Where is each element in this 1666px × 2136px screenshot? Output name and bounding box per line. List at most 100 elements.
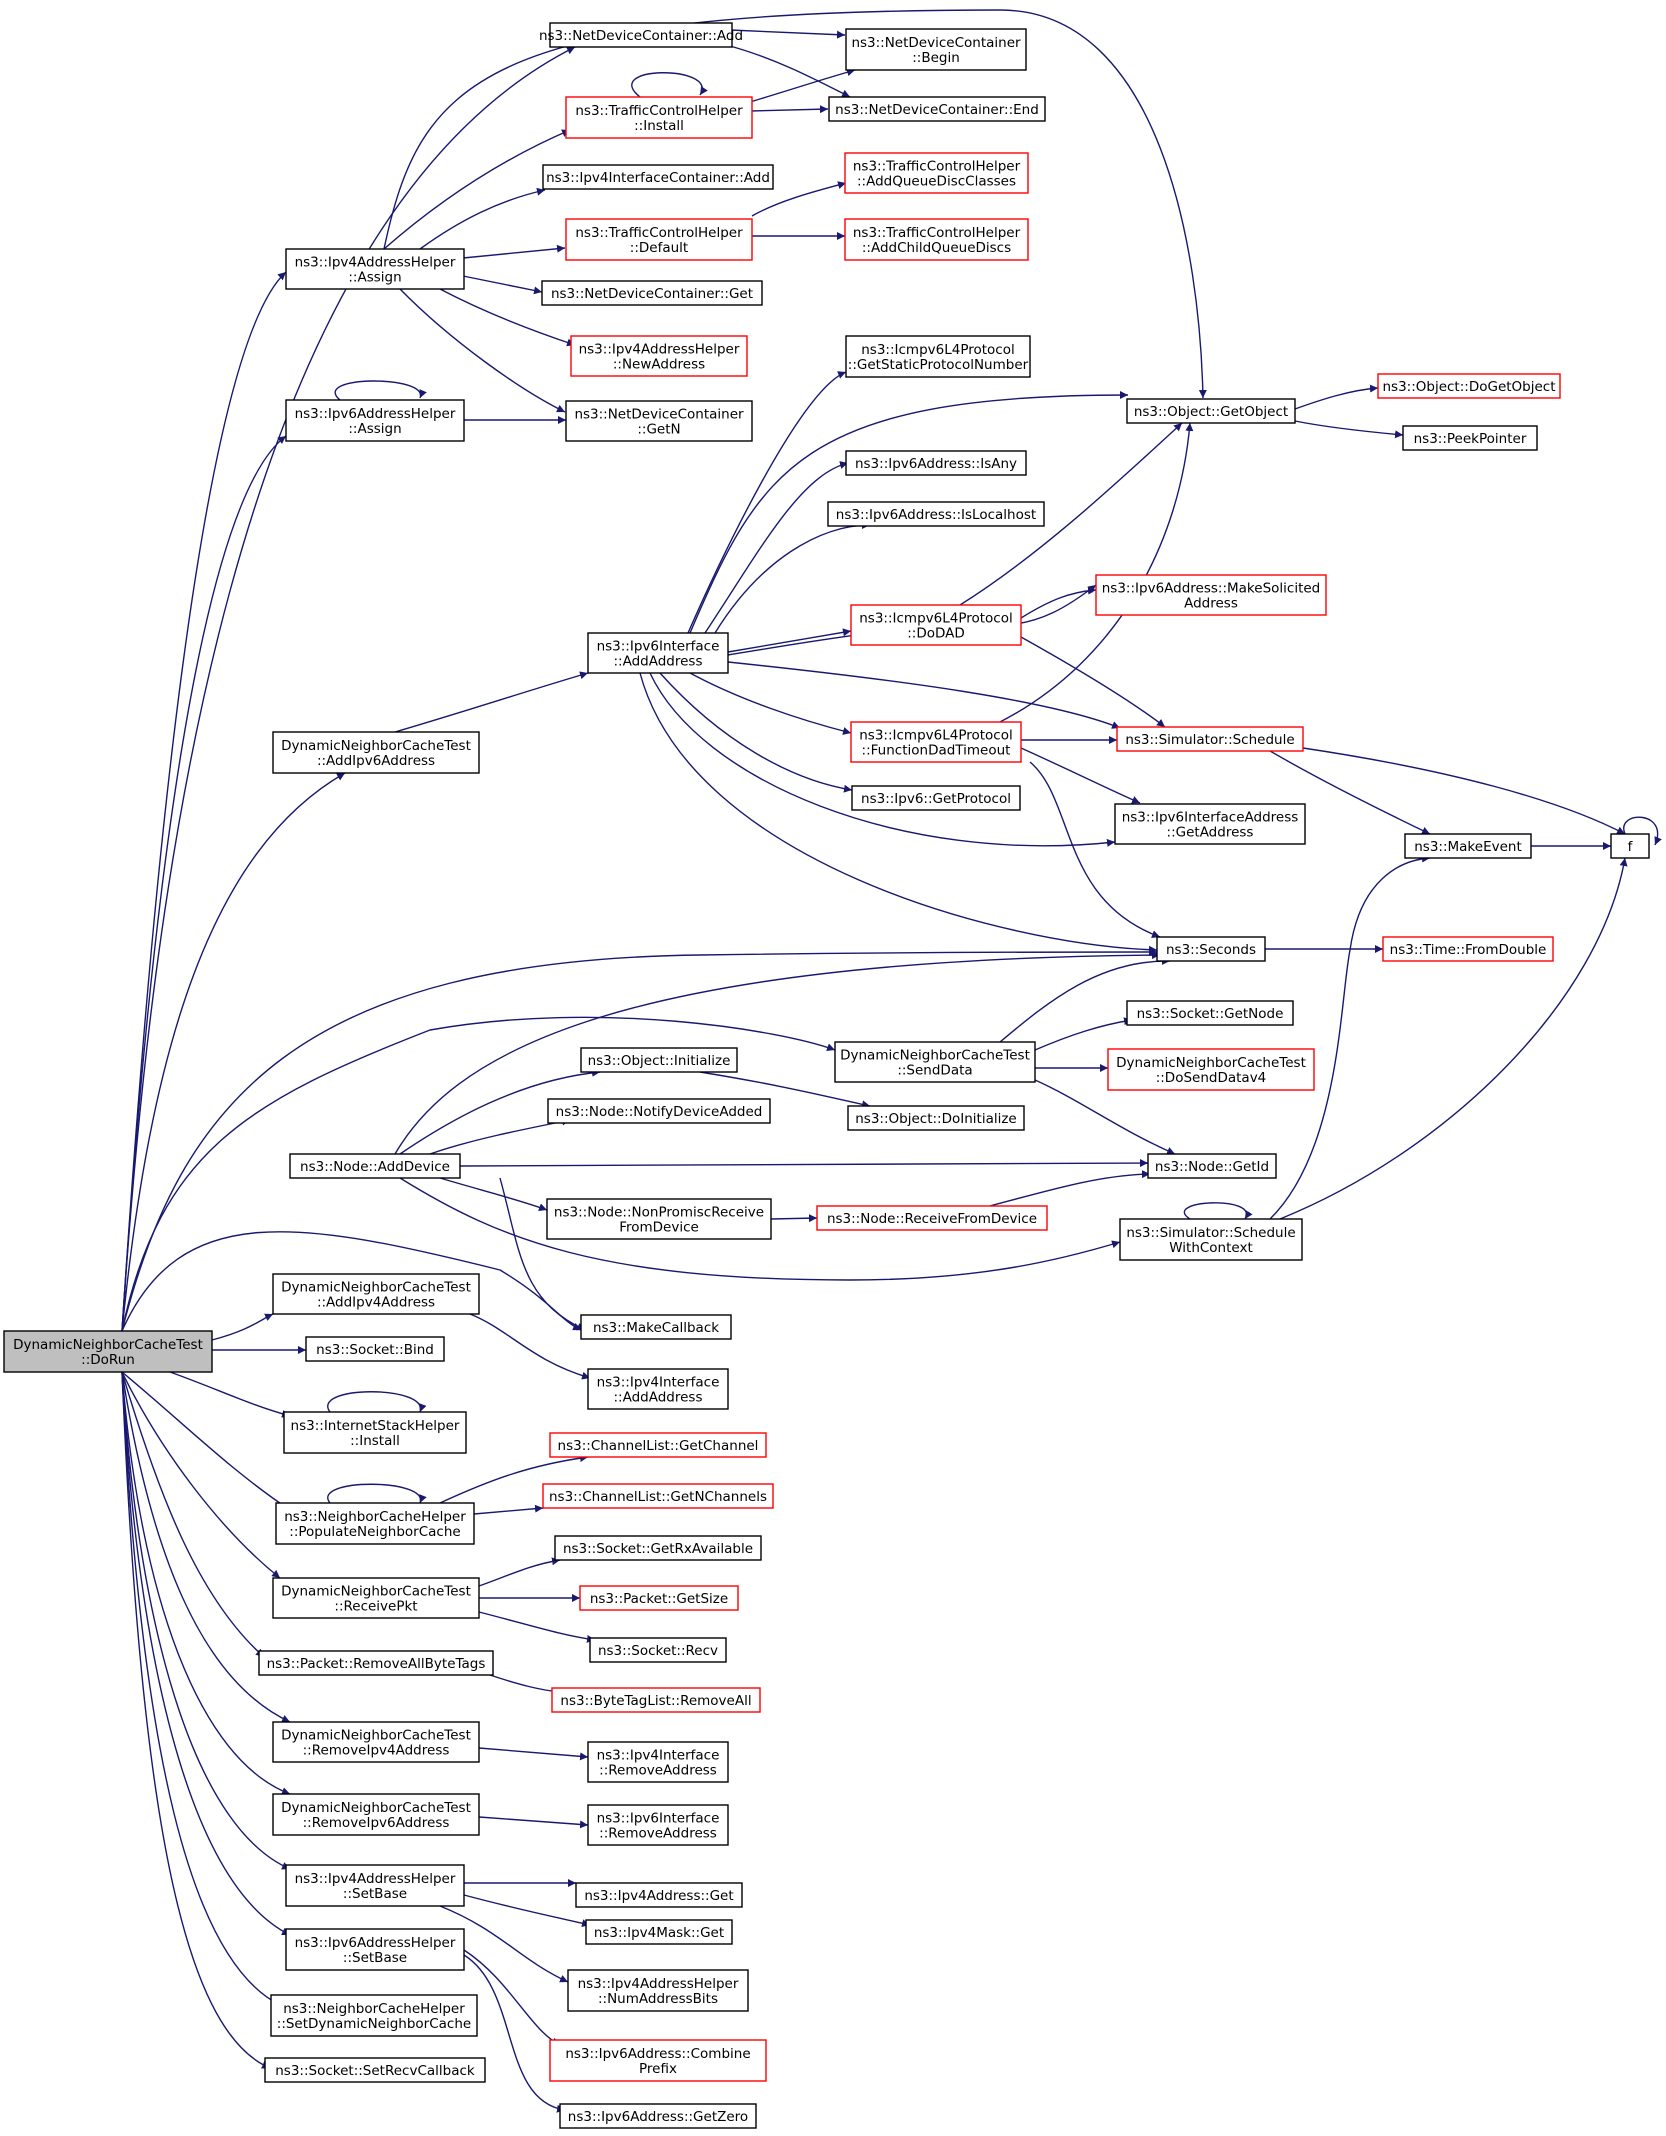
- node-ipv6a-isany[interactable]: ns3::Ipv6Address::IsAny: [845, 450, 1027, 476]
- node-icmp-fdt[interactable]: ns3::Icmpv6L4Protocol::FunctionDadTimeou…: [850, 721, 1022, 763]
- node-packet-rmtags[interactable]: ns3::Packet::RemoveAllByteTags: [258, 1650, 494, 1676]
- node-ndc-add[interactable]: ns3::NetDeviceContainer::Add: [539, 22, 743, 48]
- node-ndc-end[interactable]: ns3::NetDeviceContainer::End: [828, 96, 1046, 122]
- node-ipv6if-rmaddr[interactable]: ns3::Ipv6Interface::RemoveAddress: [587, 1804, 729, 1846]
- node-box: [285, 248, 465, 290]
- node-makeevent[interactable]: ns3::MakeEvent: [1404, 833, 1532, 859]
- node-socket-getnode[interactable]: ns3::Socket::GetNode: [1126, 1000, 1294, 1026]
- node-ipv4ah-setbase[interactable]: ns3::Ipv4AddressHelper::SetBase: [285, 1864, 465, 1907]
- node-ipv4ic-add[interactable]: ns3::Ipv4InterfaceContainer::Add: [542, 164, 774, 190]
- node-node-notify[interactable]: ns3::Node::NotifyDeviceAdded: [547, 1098, 771, 1124]
- call-edge-to-ipv6-getprot: [659, 672, 853, 793]
- node-ipv4ah-newaddr[interactable]: ns3::Ipv4AddressHelper::NewAddress: [570, 335, 748, 377]
- node-label-line: ns3::ByteTagList::RemoveAll: [560, 1693, 751, 1709]
- node-ipv6ah-setbase[interactable]: ns3::Ipv6AddressHelper::SetBase: [285, 1928, 465, 1971]
- call-edge-to-ish-install: [327, 1391, 427, 1413]
- call-edge-to-ndc-end: [729, 45, 851, 98]
- node-ipv4ah-assign[interactable]: ns3::Ipv4AddressHelper::Assign: [285, 248, 465, 290]
- node-box: [554, 1535, 762, 1561]
- node-cl-getnch[interactable]: ns3::ChannelList::GetNChannels: [542, 1483, 774, 1509]
- node-peekpointer[interactable]: ns3::PeekPointer: [1402, 425, 1538, 451]
- node-ipv6a-islocal[interactable]: ns3::Ipv6Address::IsLocalhost: [827, 501, 1045, 527]
- call-edge-to-btl-removeall: [489, 1674, 561, 1696]
- node-ish-install[interactable]: ns3::InternetStackHelper::Install: [283, 1411, 467, 1454]
- node-label-line: ::PopulateNeighborCache: [289, 1524, 460, 1540]
- call-edge-to-nch-setdyn: [121, 1371, 281, 2006]
- node-node-adddevice[interactable]: ns3::Node::AddDevice: [289, 1153, 461, 1179]
- node-ndc-getn[interactable]: ns3::NetDeviceContainer::GetN: [565, 400, 753, 442]
- node-obj-doinit[interactable]: ns3::Object::DoInitialize: [847, 1105, 1025, 1131]
- node-dnct-recvpkt[interactable]: DynamicNeighborCacheTest::ReceivePkt: [272, 1577, 480, 1619]
- node-obj-init[interactable]: ns3::Object::Initialize: [580, 1047, 738, 1073]
- node-dnct-senddata[interactable]: DynamicNeighborCacheTest::SendData: [834, 1041, 1036, 1083]
- node-obj-getobject[interactable]: ns3::Object::GetObject: [1126, 398, 1296, 424]
- call-edge-to-tch-addqdc: [751, 181, 847, 217]
- node-dnct-addipv4[interactable]: DynamicNeighborCacheTest::AddIpv4Address: [272, 1273, 480, 1315]
- node-box: [579, 1585, 739, 1611]
- node-ipv4if-addaddr[interactable]: ns3::Ipv4Interface::AddAddress: [587, 1368, 729, 1410]
- node-ipv6ah-assign[interactable]: ns3::Ipv6AddressHelper::Assign: [285, 399, 465, 442]
- node-ipv4ah-numbits[interactable]: ns3::Ipv4AddressHelper::NumAddressBits: [567, 1969, 749, 2012]
- node-time-fromdouble[interactable]: ns3::Time::FromDouble: [1382, 936, 1554, 962]
- call-edge-to-dnct-addipv4: [211, 1313, 274, 1341]
- node-socket-recv[interactable]: ns3::Socket::Recv: [589, 1637, 727, 1663]
- call-edge-to-ipv6ah-assign: [121, 435, 287, 1332]
- node-tch-install[interactable]: ns3::TrafficControlHelper::Install: [565, 96, 753, 139]
- node-ndc-get[interactable]: ns3::NetDeviceContainer::Get: [541, 280, 763, 306]
- call-edge-to-ipv6a-makesol: [1020, 586, 1097, 619]
- node-nch-setdyn[interactable]: ns3::NeighborCacheHelper::SetDynamicNeig…: [270, 1994, 478, 2037]
- node-f[interactable]: f: [1610, 833, 1650, 859]
- node-label-line: ns3::TrafficControlHelper: [853, 159, 1021, 175]
- node-box: [575, 1882, 743, 1908]
- node-ipv4m-get[interactable]: ns3::Ipv4Mask::Get: [585, 1919, 733, 1945]
- node-dnct-dosendv4[interactable]: DynamicNeighborCacheTest::DoSendDatav4: [1107, 1048, 1315, 1091]
- node-nch-populate[interactable]: ns3::NeighborCacheHelper::PopulateNeighb…: [275, 1502, 475, 1545]
- node-ipv6-getprot[interactable]: ns3::Ipv6::GetProtocol: [851, 785, 1021, 811]
- call-edge-to-ipv6a-combine: [463, 1949, 561, 2046]
- node-dnct-rmipv4[interactable]: DynamicNeighborCacheTest::RemoveIpv4Addr…: [272, 1721, 480, 1763]
- node-obj-dogetobject[interactable]: ns3::Object::DoGetObject: [1377, 373, 1561, 399]
- node-dnct-addipv6[interactable]: DynamicNeighborCacheTest::AddIpv6Address: [272, 731, 480, 774]
- node-icmp-dodad[interactable]: ns3::Icmpv6L4Protocol::DoDAD: [850, 604, 1022, 646]
- node-btl-removeall[interactable]: ns3::ByteTagList::RemoveAll: [551, 1687, 761, 1713]
- node-label-line: ::DoDAD: [907, 626, 965, 642]
- node-ipv4if-rmaddr[interactable]: ns3::Ipv4Interface::RemoveAddress: [587, 1741, 729, 1783]
- node-socket-getrx[interactable]: ns3::Socket::GetRxAvailable: [554, 1535, 762, 1561]
- node-seconds[interactable]: ns3::Seconds: [1156, 936, 1266, 962]
- node-packet-getsize[interactable]: ns3::Packet::GetSize: [579, 1585, 739, 1611]
- node-node-getid[interactable]: ns3::Node::GetId: [1147, 1153, 1277, 1179]
- node-label-line: ns3::Ipv6Address::Combine: [565, 2046, 750, 2062]
- node-makecallback[interactable]: ns3::MakeCallback: [580, 1314, 732, 1340]
- node-ipv4a-get[interactable]: ns3::Ipv4Address::Get: [575, 1882, 743, 1908]
- node-sim-schedule[interactable]: ns3::Simulator::Schedule: [1116, 726, 1304, 752]
- node-box: [587, 632, 729, 674]
- node-ndc-begin[interactable]: ns3::NetDeviceContainer::Begin: [845, 28, 1027, 71]
- call-edge-to-socket-getrx: [478, 1557, 561, 1587]
- node-label-line: ns3::Object::GetObject: [1134, 404, 1288, 420]
- node-root[interactable]: DynamicNeighborCacheTest::DoRun: [3, 1330, 213, 1373]
- node-tch-default[interactable]: ns3::TrafficControlHelper::Default: [565, 218, 753, 261]
- node-dnct-rmipv6[interactable]: DynamicNeighborCacheTest::RemoveIpv6Addr…: [272, 1793, 480, 1836]
- node-tch-addqdc[interactable]: ns3::TrafficControlHelper::AddQueueDiscC…: [844, 152, 1029, 194]
- call-edge-to-seconds: [121, 948, 1158, 1332]
- node-ipv6if-addaddr[interactable]: ns3::Ipv6Interface::AddAddress: [587, 632, 729, 674]
- node-ipv6ifa-getaddr[interactable]: ns3::Ipv6InterfaceAddress::GetAddress: [1114, 803, 1306, 845]
- node-box: [547, 1098, 771, 1124]
- node-socket-setrecv[interactable]: ns3::Socket::SetRecvCallback: [264, 2057, 486, 2083]
- node-label-line: ns3::Socket::Bind: [316, 1342, 434, 1358]
- node-socket-bind[interactable]: ns3::Socket::Bind: [305, 1336, 445, 1362]
- call-edge-to-peekpointer: [1294, 420, 1404, 439]
- node-ipv6a-getzero[interactable]: ns3::Ipv6Address::GetZero: [559, 2103, 757, 2129]
- node-node-recvfromdev[interactable]: ns3::Node::ReceiveFromDevice: [816, 1205, 1048, 1231]
- node-cl-getchannel[interactable]: ns3::ChannelList::GetChannel: [549, 1432, 767, 1458]
- node-icmp-static[interactable]: ns3::Icmpv6L4Protocol::GetStaticProtocol…: [845, 335, 1031, 378]
- node-label-line: ns3::ChannelList::GetNChannels: [549, 1489, 767, 1505]
- node-label-line: ns3::Ipv6AddressHelper: [295, 406, 456, 422]
- node-box: [305, 1336, 445, 1362]
- node-tch-addchild[interactable]: ns3::TrafficControlHelper::AddChildQueue…: [844, 218, 1029, 261]
